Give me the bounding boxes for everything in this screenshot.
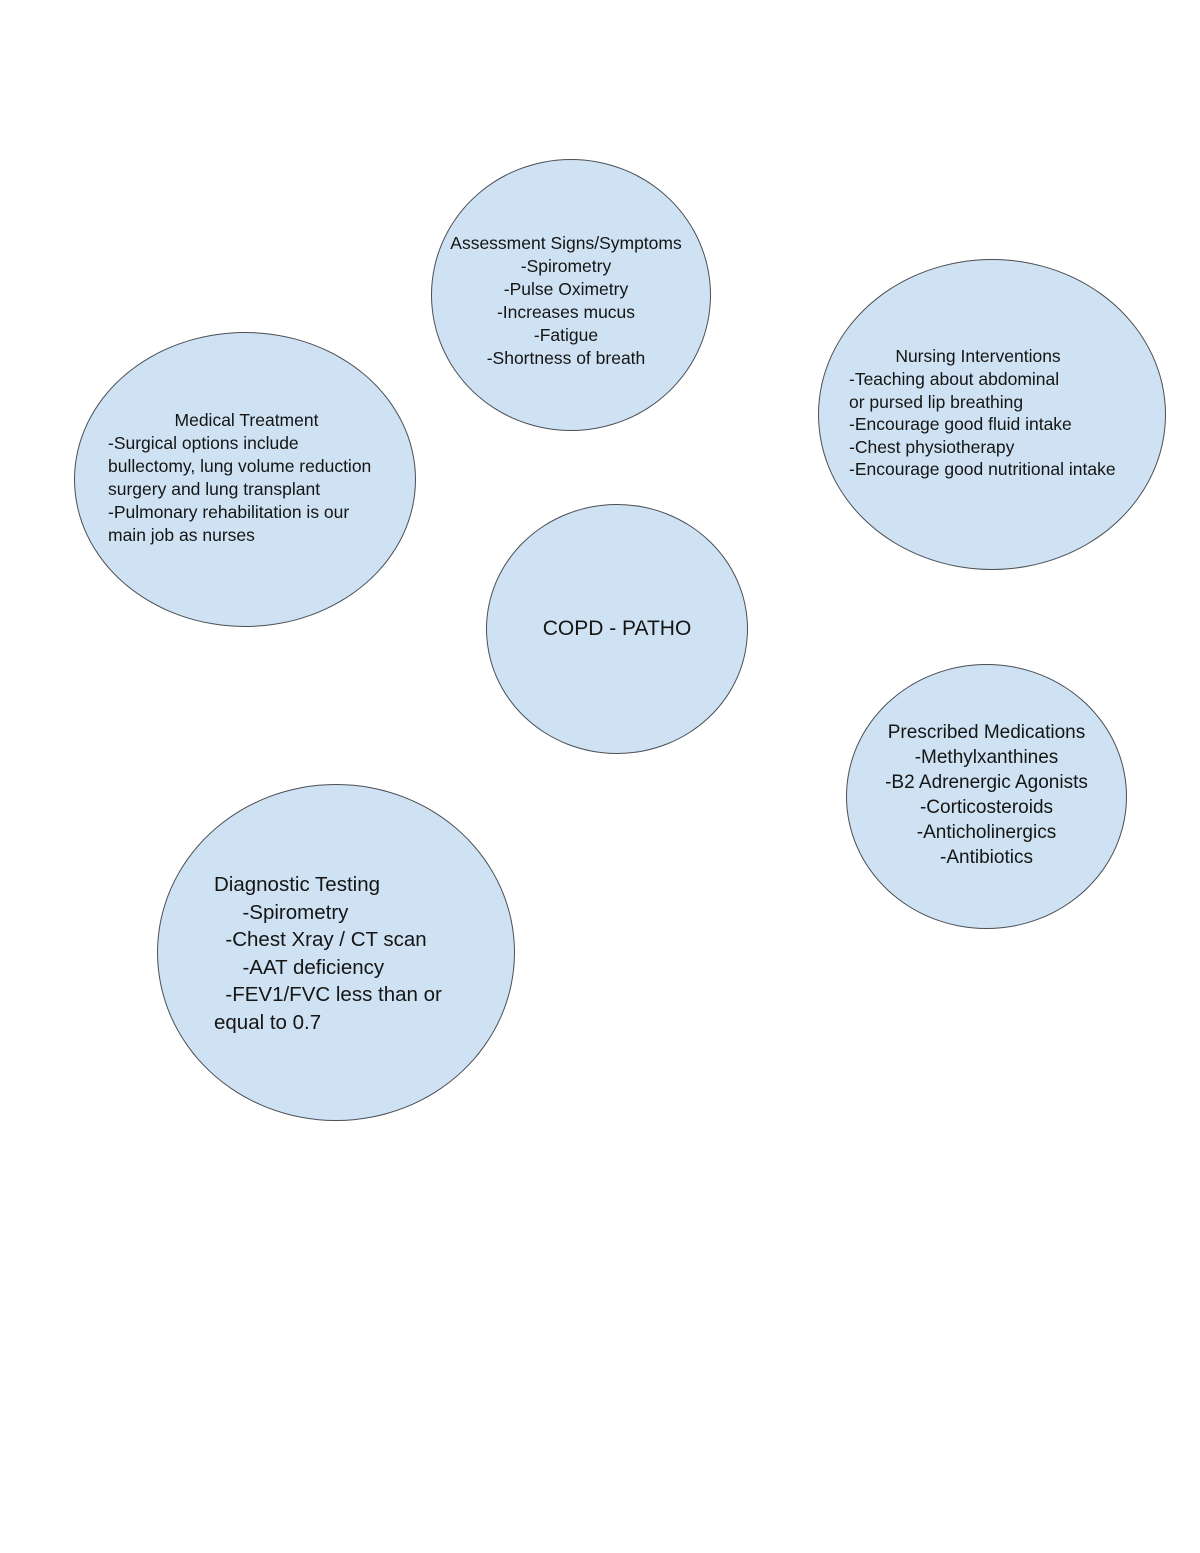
medical-treatment-title: Medical Treatment bbox=[174, 410, 319, 430]
medical-treatment-node bbox=[74, 332, 416, 627]
assessment-node bbox=[431, 159, 711, 431]
prescribed-medications-node bbox=[846, 664, 1127, 929]
medical-treatment-body: -Surgical options include bullectomy, lu… bbox=[108, 433, 372, 545]
nursing-interventions-title: Nursing Interventions bbox=[895, 346, 1061, 366]
nursing-interventions-body: -Teaching about abdominal or pursed lip … bbox=[849, 369, 1116, 479]
prescribed-medications-text: Prescribed Medications -Methylxanthines … bbox=[885, 722, 1088, 868]
nursing-interventions-node bbox=[818, 259, 1166, 570]
assessment-node-text: Assessment Signs/Symptoms -Spirometry -P… bbox=[450, 233, 682, 368]
center-node bbox=[486, 504, 748, 754]
center-node-label: COPD - PATHO bbox=[542, 617, 692, 640]
diagnostic-testing-text: Diagnostic Testing -Spirometry -Chest Xr… bbox=[214, 873, 442, 1034]
diagnostic-testing-node bbox=[157, 784, 515, 1121]
